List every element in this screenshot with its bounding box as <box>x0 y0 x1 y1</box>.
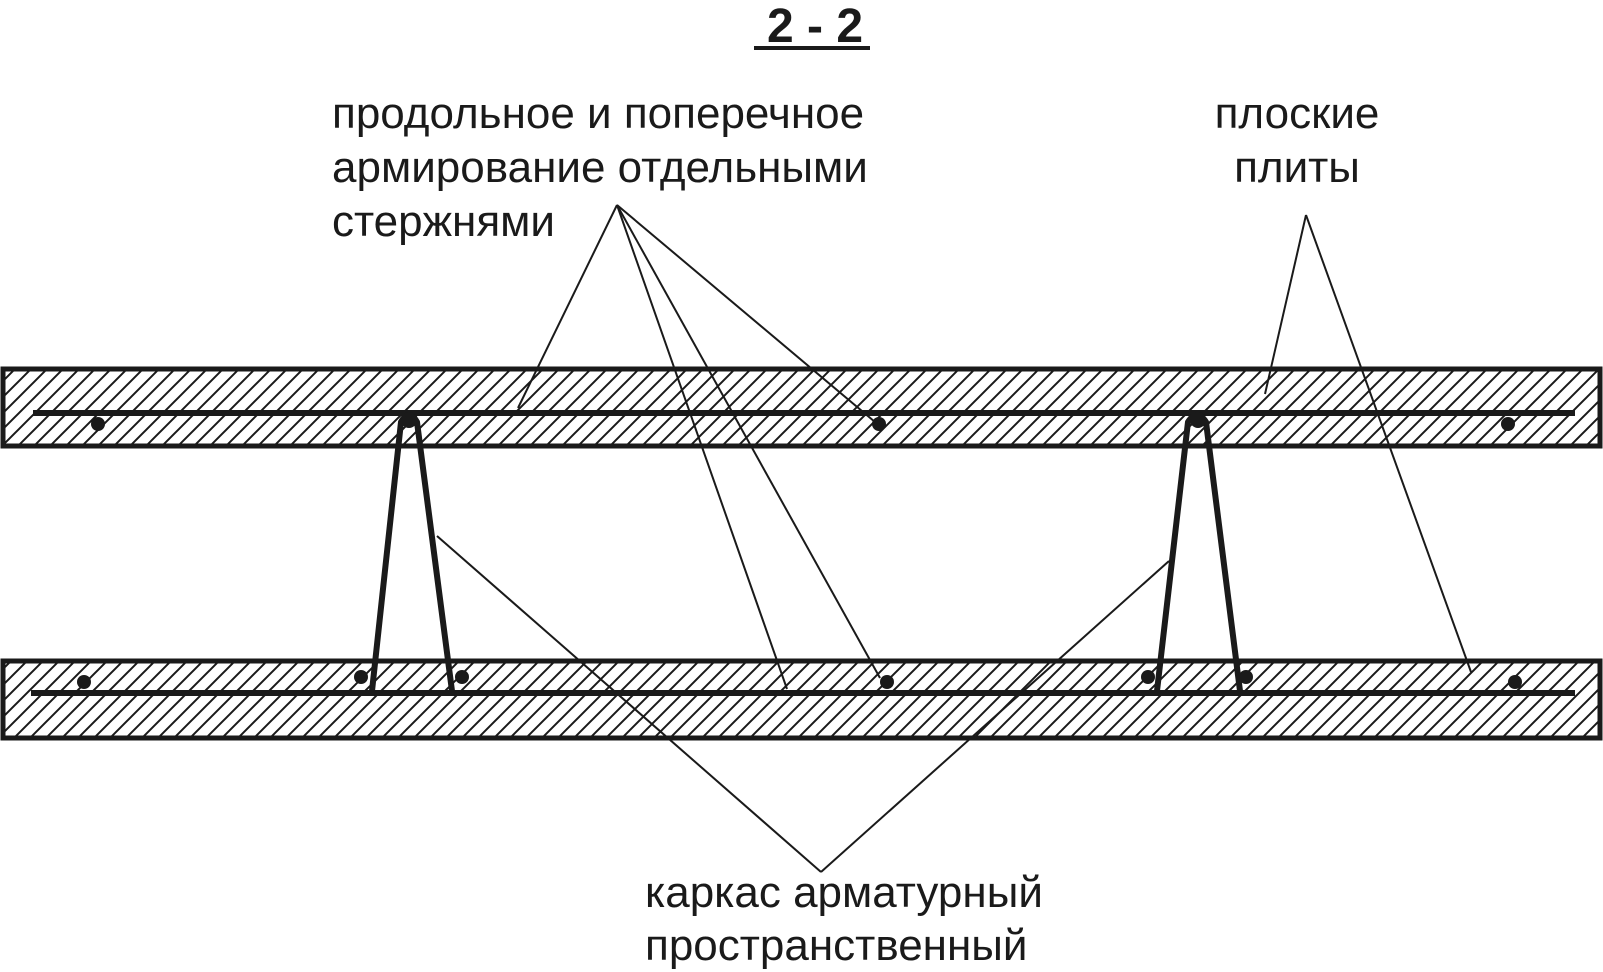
leader-frame-left <box>436 535 822 873</box>
transverse-bar <box>1501 417 1515 431</box>
transverse-bar <box>1239 670 1253 684</box>
leader-rods-top-right <box>616 204 876 423</box>
label-plates-line2: плиты <box>1234 143 1360 192</box>
transverse-bar <box>872 417 886 431</box>
label-frame-line2: пространственный <box>645 921 1027 970</box>
label-rods-line3: стержнями <box>332 197 555 246</box>
top-slab <box>0 366 1603 449</box>
leader-rods-bottom-a <box>616 204 788 690</box>
transverse-bars <box>77 412 1522 689</box>
transverse-bar <box>880 675 894 689</box>
transverse-bar <box>1141 670 1155 684</box>
label-frame-line1: каркас арматурный <box>645 868 1043 917</box>
leader-rods-bottom-b <box>616 204 881 679</box>
leader-frame-right <box>820 560 1170 873</box>
leader-lines <box>436 204 1472 873</box>
spatial-frame-left <box>369 412 455 692</box>
transverse-bar <box>455 670 469 684</box>
bottom-slab <box>0 658 1603 741</box>
label-frame: каркас арматурный пространственный <box>645 868 1043 970</box>
leader-plates-bottom <box>1305 214 1472 673</box>
spatial-frame-right <box>1154 412 1243 692</box>
label-rods-line1: продольное и поперечное <box>332 89 864 138</box>
transverse-bar <box>77 675 91 689</box>
transverse-bar <box>1508 675 1522 689</box>
section-title: 2 - 2 <box>767 0 863 53</box>
leader-rods-top-left <box>517 204 618 409</box>
label-plates: плоские плиты <box>1215 89 1380 192</box>
transverse-bar <box>91 417 105 431</box>
label-rods-line2: армирование отдельными <box>332 143 868 192</box>
label-plates-line1: плоские <box>1215 89 1380 138</box>
label-rods: продольное и поперечное армирование отде… <box>332 89 868 246</box>
transverse-bar <box>354 670 368 684</box>
leader-plates-top <box>1264 214 1307 395</box>
